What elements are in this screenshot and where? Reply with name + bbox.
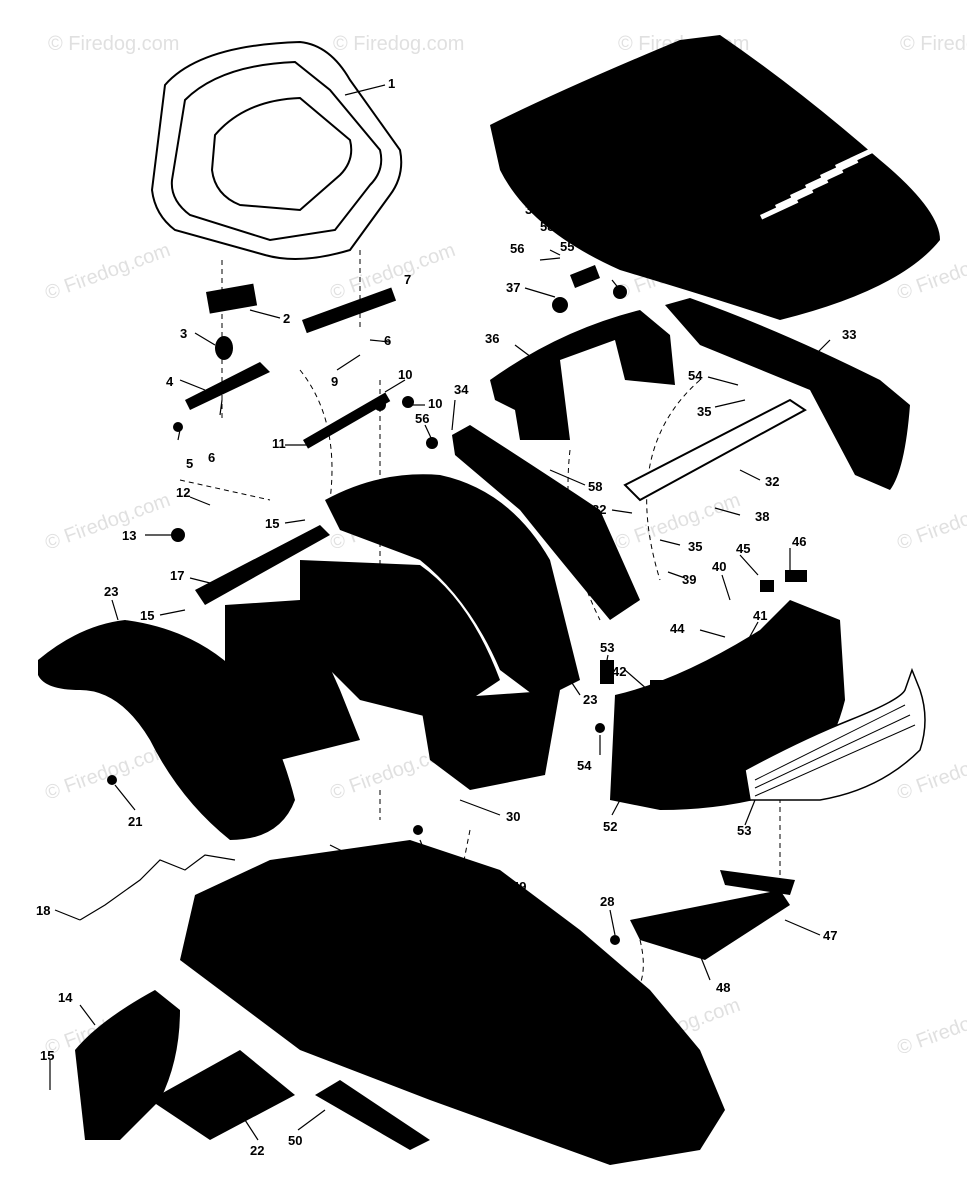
callout-21: 21 (128, 814, 142, 829)
callout-5: 5 (186, 456, 193, 471)
watermark: © Firedog.com (42, 739, 173, 805)
callout-2: 2 (283, 311, 290, 326)
callout-6a: 6 (208, 450, 215, 465)
callout-28a: 28 (422, 864, 436, 879)
part-mat (150, 1050, 295, 1140)
callout-49: 49 (512, 879, 526, 894)
callout-10b: 10 (428, 396, 442, 411)
callout-33: 33 (842, 327, 856, 342)
callout-58b: 58 (588, 479, 602, 494)
callout-34: 34 (454, 382, 469, 397)
part-side-panel (75, 990, 180, 1140)
callout-13: 13 (122, 528, 136, 543)
callout-45: 45 (736, 541, 750, 556)
part-dash-support (452, 425, 640, 620)
callout-37: 37 (506, 280, 520, 295)
callout-28b: 28 (600, 894, 614, 909)
callout-32c: 32 (592, 502, 606, 517)
callout-31: 31 (605, 248, 619, 263)
callout-29: 29 (352, 858, 366, 873)
callout-30: 30 (506, 809, 520, 824)
callout-54a: 54 (688, 368, 703, 383)
callout-18: 18 (36, 903, 50, 918)
callout-7: 7 (404, 272, 411, 287)
callout-15c: 15 (40, 1048, 54, 1063)
callout-44: 44 (670, 621, 685, 636)
watermark: © Firedog.com (894, 994, 967, 1060)
callout-11: 11 (272, 436, 286, 451)
part-seat (150, 40, 403, 260)
part-wire (79, 854, 236, 921)
callout-22: 22 (250, 1143, 264, 1158)
callout-17: 17 (170, 568, 184, 583)
callout-46: 46 (792, 534, 806, 549)
part-grille (744, 667, 926, 801)
leader-lines (49, 84, 831, 1141)
callout-36: 36 (485, 331, 499, 346)
callout-47: 47 (823, 928, 837, 943)
callout-32a: 32 (525, 202, 539, 217)
callout-43: 43 (723, 678, 737, 693)
callout-15a: 15 (265, 516, 279, 531)
callout-4: 4 (166, 374, 174, 389)
hardware (107, 265, 807, 945)
callout-32b: 32 (765, 474, 779, 489)
watermark: © Firedog.com (42, 239, 173, 305)
part-dash-panel (490, 310, 675, 440)
callout-54b: 54 (577, 758, 592, 773)
part-strip (315, 1080, 430, 1150)
callout-53a: 53 (600, 640, 614, 655)
callout-14: 14 (58, 990, 73, 1005)
callout-39: 39 (682, 572, 696, 587)
callout-38: 38 (755, 509, 769, 524)
callout-56b: 56 (415, 411, 429, 426)
callout-23a: 23 (104, 584, 118, 599)
callout-9: 9 (331, 374, 338, 389)
callout-1: 1 (388, 76, 395, 91)
part-floor-pan (180, 840, 725, 1165)
callout-52: 52 (603, 819, 617, 834)
callout-12: 12 (176, 485, 190, 500)
part-rail (195, 525, 330, 605)
callout-55: 55 (560, 239, 574, 254)
callouts: 1 2 3 4 5 6 6 7 9 10 10 11 12 13 14 15 1… (36, 76, 856, 1158)
callout-23b: 23 (583, 692, 597, 707)
callout-42: 42 (612, 664, 626, 679)
part-hood-side-panel (665, 298, 910, 490)
watermark: © Firedog.com (42, 489, 173, 555)
callout-48: 48 (716, 980, 730, 995)
watermark: © Firedog.com (48, 33, 179, 55)
watermark: © Firedog.com (900, 33, 967, 55)
callout-15b: 15 (140, 608, 154, 623)
callout-10a: 10 (398, 367, 412, 382)
callout-35b: 35 (688, 539, 702, 554)
callout-50: 50 (288, 1133, 302, 1148)
callout-41: 41 (753, 608, 767, 623)
part-hood (490, 35, 940, 320)
part-bracket-lower (630, 890, 790, 960)
callout-35a: 35 (697, 404, 711, 419)
part-fender-body (225, 474, 580, 790)
callout-56a: 56 (510, 241, 524, 256)
part-left-fender (38, 620, 295, 840)
callout-58a: 58 (540, 219, 554, 234)
callout-6b: 6 (384, 333, 391, 348)
callout-53b: 53 (737, 823, 751, 838)
callout-3: 3 (180, 326, 187, 341)
watermark: © Firedog.com (333, 33, 464, 55)
watermark: © Firedog.com (894, 489, 967, 555)
part-bracket (623, 398, 807, 502)
callout-40: 40 (712, 559, 726, 574)
part-plate (720, 870, 795, 895)
